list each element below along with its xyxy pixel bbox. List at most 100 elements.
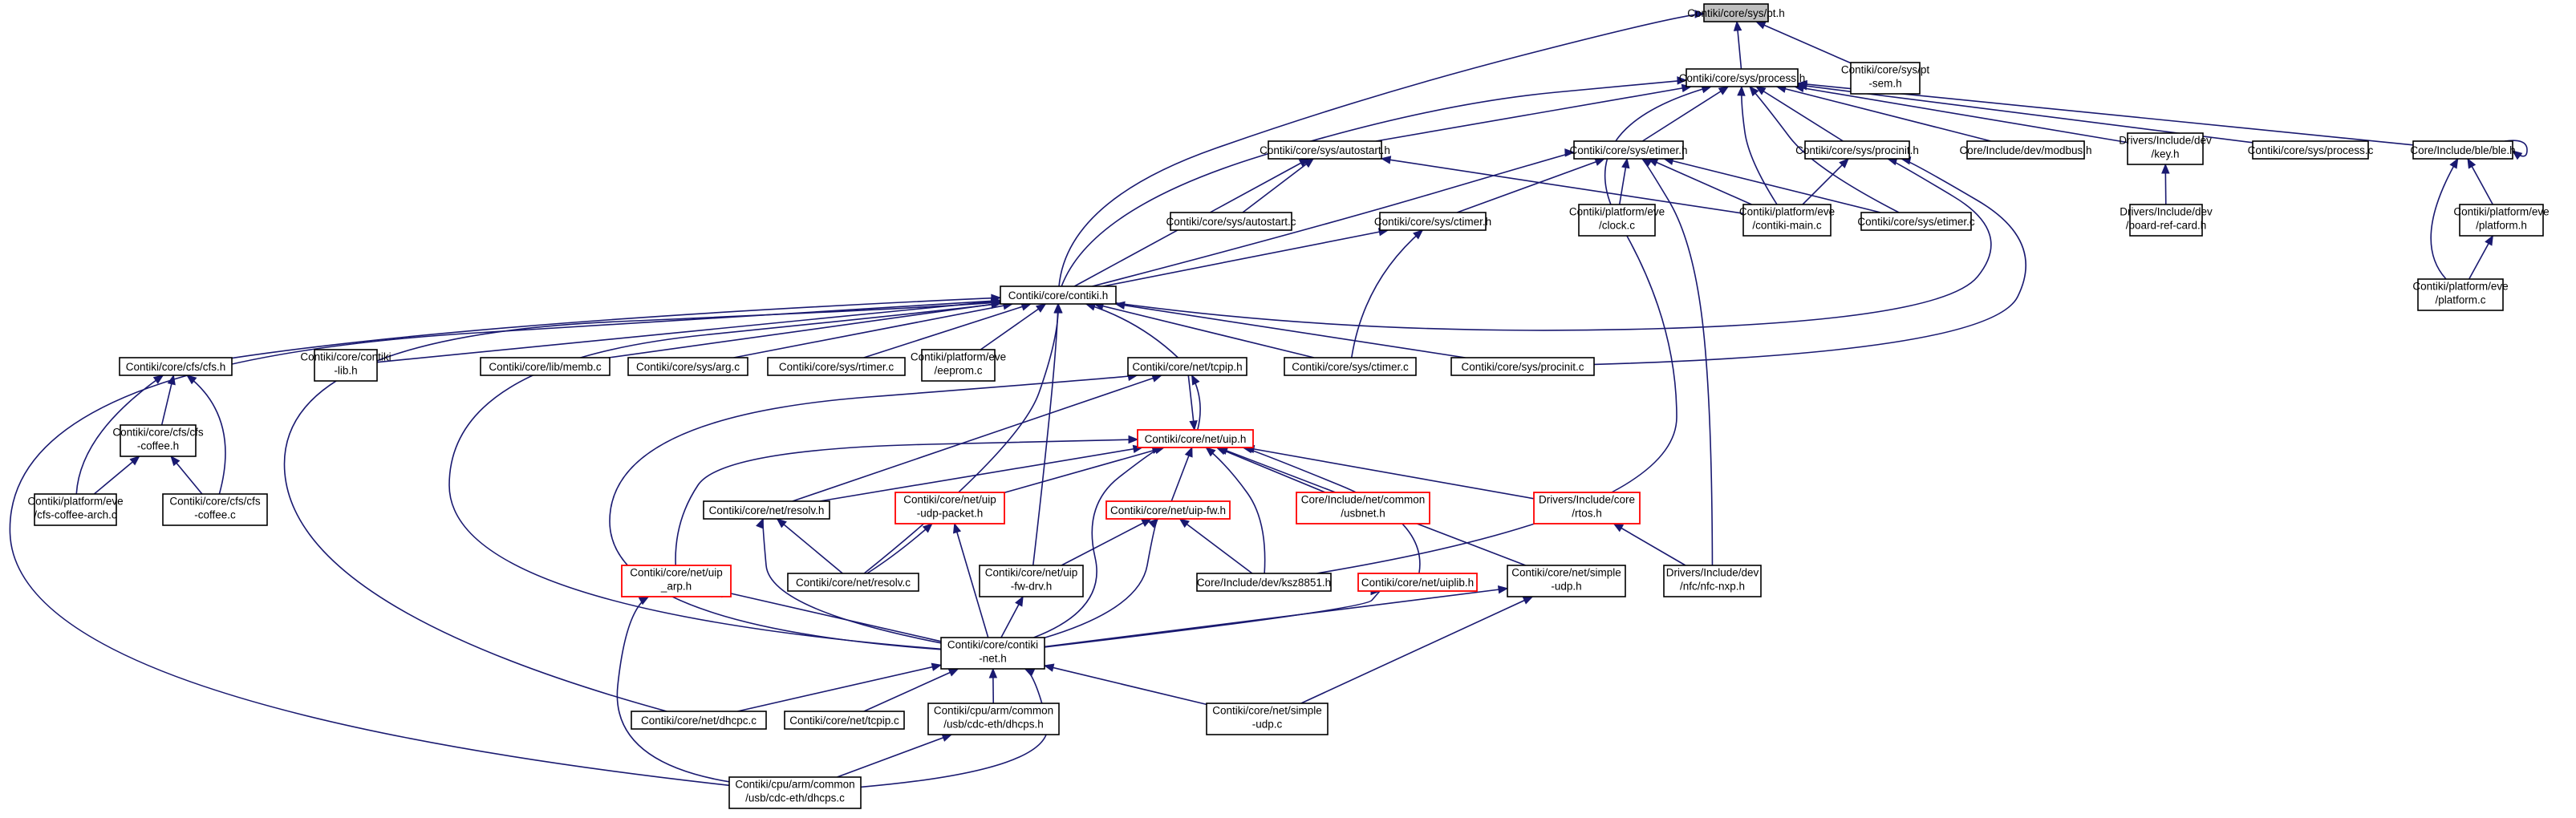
file-node-box [1450,357,1595,376]
file-node-label: -fw-drv.h [1011,581,1053,593]
file-node-box [119,357,233,376]
file-node-keyh[interactable]: Drivers/Include/dev/key.h [2119,132,2212,165]
file-node-process[interactable]: Contiki/core/sys/process.h [1679,68,1806,87]
file-node-procinitc[interactable]: Contiki/core/sys/procinit.c [1450,357,1595,376]
file-node-label: Contiki/core/contiki [947,639,1038,651]
file-node-label: Contiki/cpu/arm/common [735,779,854,791]
file-node-box [1578,204,1656,237]
file-node-contikimain[interactable]: Contiki/platform/eve/contiki-main.c [1739,204,1835,237]
file-node-rtos[interactable]: Drivers/Include/core/rtos.h [1533,492,1641,524]
file-node-modbus[interactable]: Core/Include/dev/modbus.h [1959,140,2092,160]
dependency-edge-simpleudpc-to-contikinet [1043,663,1207,706]
file-node-label: -udp-packet.h [917,508,984,520]
file-node-contikih[interactable]: Contiki/core/contiki.h [1000,285,1117,305]
file-node-label: Contiki/core/net/tcpip.c [789,715,899,727]
file-node-simpleudpc[interactable]: Contiki/core/net/simple-udp.c [1206,703,1329,735]
file-node-box [1105,500,1231,520]
file-node-label: /rtos.h [1572,508,1602,520]
file-node-box [34,493,117,526]
file-node-uiplib[interactable]: Contiki/core/net/uiplib.h [1357,573,1478,592]
file-node-nfc[interactable]: Drivers/Include/dev/nfc/nfc-nxp.h [1663,565,1762,597]
file-node-coffeearch[interactable]: Contiki/platform/eve/cfs-coffee-arch.c [27,493,124,526]
file-node-uiparp[interactable]: Contiki/core/net/uip_arp.h [621,565,732,597]
file-node-fwdrv[interactable]: Contiki/core/net/uip-fw-drv.h [979,565,1084,597]
file-node-label: Contiki/platform/eve [911,351,1006,363]
file-node-platformc[interactable]: Contiki/platform/eve/platform.c [2412,278,2509,311]
file-node-etimerc[interactable]: Contiki/core/sys/etimer.c [1857,212,1975,231]
file-node-usbnet[interactable]: Core/Include/net/common/usbnet.h [1296,492,1430,524]
file-node-ksz[interactable]: Core/Include/dev/ksz8851.h [1196,573,1332,592]
file-node-platformh[interactable]: Contiki/platform/eve/platform.h [2453,204,2550,237]
file-node-label: -sem.h [1868,78,1901,90]
dependency-edge-contikimain-to-procinith [1802,158,1849,205]
dependency-edge-contikimain-to-process [1737,85,1778,205]
file-node-box [921,349,996,382]
dependency-edge-clockc-to-etimerh [1618,157,1630,205]
file-node-tcpiph[interactable]: Contiki/core/net/tcpip.h [1127,357,1247,376]
file-node-rtimerc[interactable]: Contiki/core/sys/rtimer.c [767,357,906,376]
file-node-box [1296,492,1430,524]
file-node-udppacket[interactable]: Contiki/core/net/uip-udp-packet.h [895,492,1005,524]
dependency-edge-resolvc-to-contikih [863,302,1063,574]
file-node-dhcpsc[interactable]: Contiki/cpu/arm/common/usb/cdc-eth/dhcps… [728,776,862,809]
file-node-ctimerc[interactable]: Contiki/core/sys/ctimer.c [1284,357,1417,376]
dependency-edge-procinith-to-process [1755,86,1844,142]
dependency-edge-boardref-to-keyh [2161,163,2170,205]
file-node-box [621,565,732,597]
file-node-contikinet[interactable]: Contiki/core/contiki -net.h [940,637,1045,670]
file-node-dhcpsh[interactable]: Contiki/cpu/arm/common/usb/cdc-eth/dhcps… [927,703,1060,735]
file-node-contikilib[interactable]: Contiki/core/contiki-lib.h [300,349,391,382]
file-node-box [1533,492,1641,524]
file-node-ctimerh[interactable]: Contiki/core/sys/ctimer.h [1374,212,1491,231]
file-node-label: /cfs-coffee-arch.c [34,509,117,521]
dependency-edge-tcpiph-to-uiph [1187,375,1198,431]
file-node-label: Core/Include/ble/ble.h [2410,144,2515,156]
file-node-label: Contiki/core/net/resolv.h [709,504,825,516]
dependency-edge-simpleudpc-to-simpleudph [1300,596,1534,704]
file-node-label: Contiki/core/sys/ctimer.h [1374,216,1491,228]
dependency-edge-contikih-to-procinith [1115,157,1992,331]
file-node-coffeec[interactable]: Contiki/core/cfs/cfs-coffee.c [162,493,268,526]
file-node-coffeeh[interactable]: Contiki/core/cfs/cfs-coffee.h [112,424,204,457]
dependency-edge-ctimerc-to-ctimerh [1350,229,1424,358]
file-node-argc[interactable]: Contiki/core/sys/arg.c [627,357,748,376]
file-node-eeprom[interactable]: Contiki/platform/eve/eeprom.c [911,349,1006,382]
file-node-label: Core/Include/dev/ksz8851.h [1197,577,1331,589]
dependency-edge-contikinet-to-uipfwh [1044,518,1159,639]
dependency-edge-etimerc-to-process [1749,86,1900,213]
file-node-label: -net.h [979,653,1007,665]
file-node-dhcpc[interactable]: Contiki/core/net/dhcpc.c [631,711,767,730]
file-node-box [703,500,830,520]
file-node-uiph[interactable]: Contiki/core/net/uip.h [1137,429,1254,448]
file-node-autostartc[interactable]: Contiki/core/sys/autostart.c [1166,212,1296,231]
file-node-resolvh[interactable]: Contiki/core/net/resolv.h [703,500,830,520]
file-node-processc[interactable]: Contiki/core/sys/process.c [2248,140,2374,160]
file-node-memb[interactable]: Contiki/core/lib/memb.c [480,357,611,376]
file-node-bleh[interactable]: Core/Include/ble/ble.h [2410,140,2516,160]
file-node-procinith[interactable]: Contiki/core/sys/procinit.h [1795,140,1919,160]
dependency-edge-rtos-to-uiph [1243,444,1535,500]
file-node-box [1742,204,1832,237]
file-node-cfsh[interactable]: Contiki/core/cfs/cfs.h [119,357,233,376]
file-node-clockc[interactable]: Contiki/platform/eve/clock.c [1569,204,1665,237]
dependency-edge-platformc-to-bleh [2430,157,2459,280]
file-node-box [767,357,906,376]
file-node-box [1804,140,1910,160]
file-node-tcpipc[interactable]: Contiki/core/net/tcpip.c [784,711,905,730]
dependency-edge-autostartc-to-autostarth [1242,158,1315,213]
file-node-resolvc[interactable]: Contiki/core/net/resolv.c [787,573,919,592]
file-node-pt[interactable]: Contiki/core/sys/pt.h [1687,3,1785,22]
dependency-edge-contikinet-to-uiparp [721,589,942,642]
file-node-ptsem[interactable]: Contiki/core/sys/pt-sem.h [1841,62,1930,95]
file-node-label: /usb/cdc-eth/dhcps.c [745,792,845,804]
file-node-autostarth[interactable]: Contiki/core/sys/autostart.h [1260,140,1390,160]
dependency-edge-resolvc-to-resolvh [776,518,843,574]
file-node-label: Contiki/core/net/resolv.c [796,577,911,589]
file-node-simpleudph[interactable]: Contiki/core/net/simple-udp.h [1507,565,1626,597]
file-node-etimerh[interactable]: Contiki/core/sys/etimer.h [1569,140,1688,160]
file-node-label: Contiki/core/net/uiplib.h [1361,577,1474,589]
file-node-boardref[interactable]: Drivers/Include/dev/board-ref-card.h [2120,204,2213,237]
file-node-uipfwh[interactable]: Contiki/core/net/uip-fw.h [1105,500,1231,520]
dependency-edge-usbnet-to-uiph [1215,447,1326,493]
file-node-box [1686,68,1799,87]
